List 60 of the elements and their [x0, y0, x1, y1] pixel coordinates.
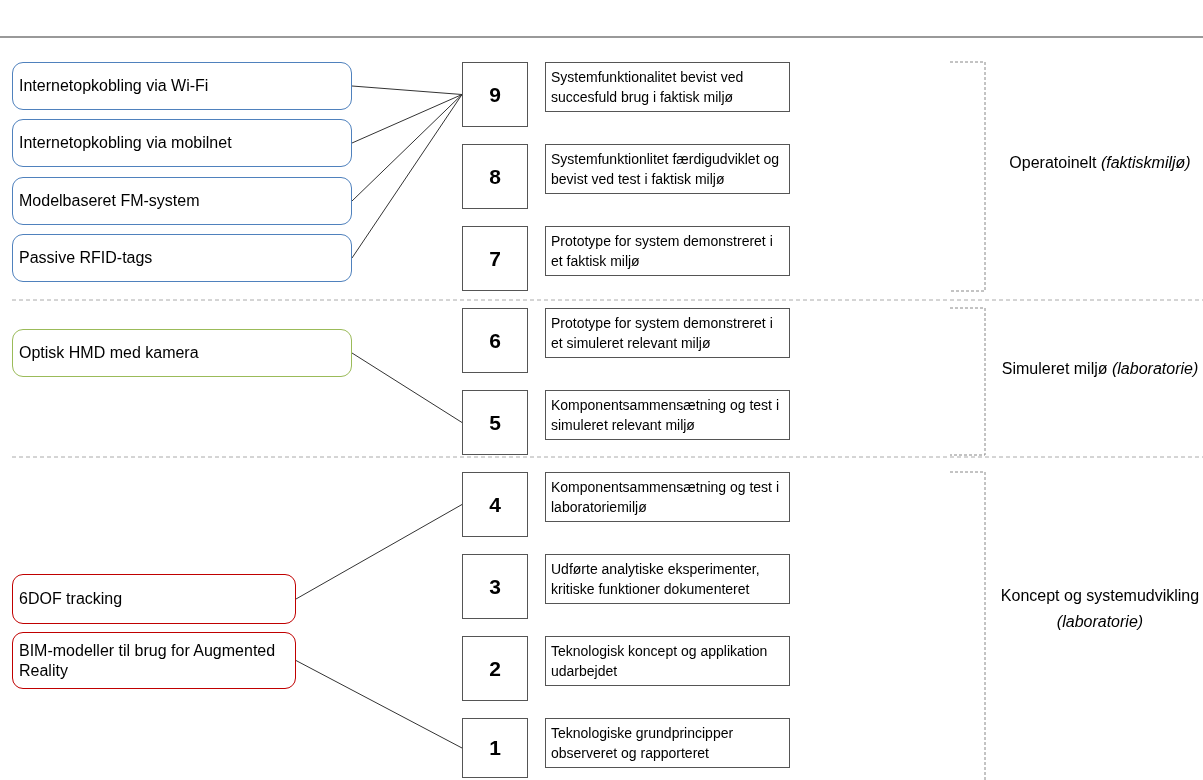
node-text: 3	[489, 574, 501, 599]
node-text: Udførte analytiske eksperimenter, kritiske funktioner dokumenteret	[551, 560, 761, 599]
level-number-box	[462, 718, 528, 778]
level-number-box	[462, 554, 528, 619]
technology-box	[12, 177, 352, 225]
level-number-box	[462, 636, 528, 701]
level-description-box	[545, 472, 790, 522]
phase-label: Koncept og systemudvikling (laboratorie)	[1000, 586, 1200, 632]
node-text: 4	[489, 492, 501, 517]
level-description-box	[545, 718, 790, 768]
node-text: Internetopkobling via mobilnet	[19, 133, 232, 153]
node-text: Prototype for system demonstreret i et simuleret relevant miljø	[551, 314, 774, 353]
node-text: Systemfunktionalitet bevist ved succesfuld brug i faktisk miljø	[551, 68, 745, 107]
level-description-box	[545, 390, 790, 440]
phase-label: Operatoinelt (faktiskmiljø)	[1008, 153, 1192, 173]
node-text: Komponentsammensætning og test i laboratoriemiljø	[551, 478, 780, 517]
node-text: 7	[489, 246, 501, 271]
connector-line	[351, 85, 463, 95]
phase-label: Simuleret miljø (laboratorie)	[1000, 359, 1200, 379]
node-text: 2	[489, 656, 501, 681]
level-description-box	[545, 308, 790, 358]
node-text: BIM-modeller til brug for Augmented Reality	[19, 640, 277, 681]
level-number-box	[462, 308, 528, 373]
node-text: 6DOF tracking	[19, 589, 123, 609]
node-text: Internetopkobling via Wi-Fi	[19, 76, 209, 96]
node-text: Passive RFID-tags	[19, 248, 153, 268]
connector-line	[351, 94, 463, 202]
level-number-box	[462, 472, 528, 537]
node-text: Teknologisk koncept og applikation udarbejdet	[551, 642, 769, 681]
level-description-box	[545, 636, 790, 686]
node-text: 5	[489, 410, 501, 435]
technology-box	[12, 62, 352, 110]
technology-box	[12, 119, 352, 167]
node-text: Modelbaseret FM-system	[19, 191, 200, 211]
technology-box	[12, 234, 352, 282]
node-text: Optisk HMD med kamera	[19, 343, 199, 363]
level-number-box	[462, 62, 528, 127]
node-text: Systemfunktionlitet færdigudviklet og bevist ved test i faktisk miljø	[551, 150, 780, 189]
technology-box	[12, 632, 296, 689]
technology-box	[12, 329, 352, 377]
connector-line	[351, 94, 463, 144]
technology-box	[12, 574, 296, 624]
node-text: 9	[489, 82, 501, 107]
node-text: 8	[489, 164, 501, 189]
node-text: Teknologiske grundprincipper observeret og rapporteret	[551, 724, 735, 763]
level-description-box	[545, 62, 790, 112]
node-text: Komponentsammensætning og test i simuleret relevant miljø	[551, 396, 780, 435]
connector-line	[295, 504, 463, 600]
level-description-box	[545, 144, 790, 194]
node-text: 6	[489, 328, 501, 353]
connector-line	[351, 94, 463, 259]
node-text: 1	[489, 736, 501, 760]
node-text: Prototype for system demonstreret i et faktisk miljø	[551, 232, 774, 271]
connector-line	[351, 352, 463, 423]
level-description-box	[545, 226, 790, 276]
connector-line	[295, 660, 463, 749]
level-number-box	[462, 226, 528, 291]
level-number-box	[462, 390, 528, 455]
level-description-box	[545, 554, 790, 604]
level-number-box	[462, 144, 528, 209]
